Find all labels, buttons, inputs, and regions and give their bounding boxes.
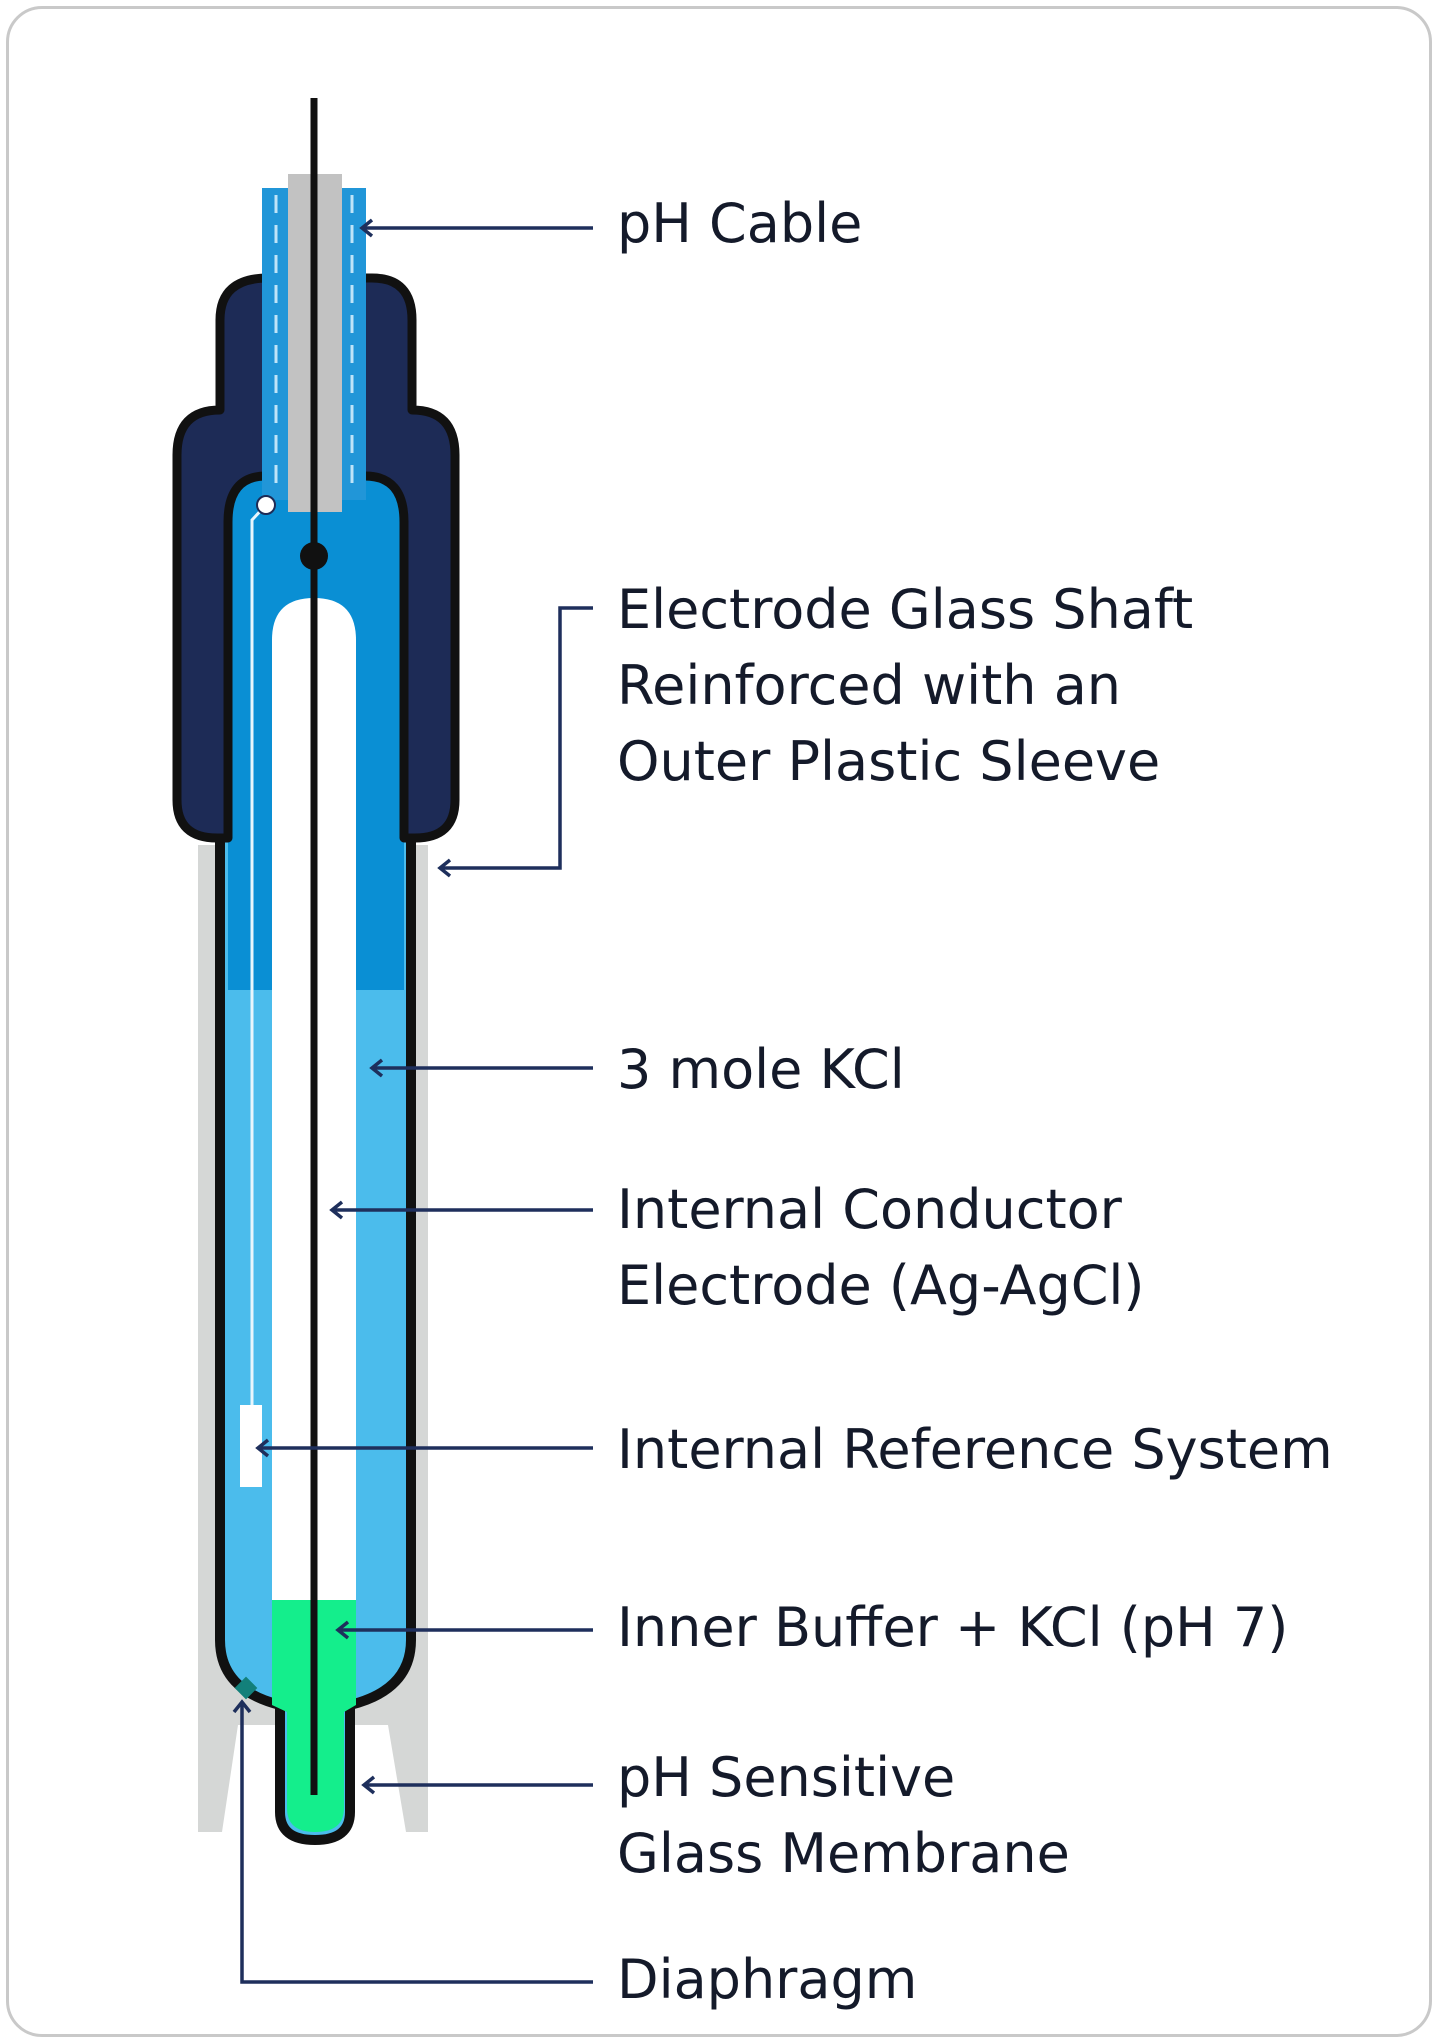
label-glass-shaft-line-1: Electrode Glass Shaft	[617, 578, 1194, 641]
label-ph-cable: pH Cable	[617, 186, 862, 262]
label-internal-conductor-line-2: Electrode (Ag-AgCl)	[617, 1254, 1145, 1317]
arrow-ph-cable	[359, 218, 374, 238]
label-glass-shaft-line-3: Outer Plastic Sleeve	[617, 730, 1161, 793]
arrow-glass-membrane	[361, 1775, 376, 1795]
arrow-kcl	[369, 1058, 384, 1078]
label-kcl-line-1: 3 mole KCl	[617, 1038, 905, 1101]
arrow-diaphragm	[232, 1699, 252, 1714]
leader-diaphragm	[240, 1702, 593, 1984]
label-inner-buffer: Inner Buffer + KCl (pH 7)	[617, 1590, 1288, 1666]
reference-lead-dot	[256, 495, 276, 515]
label-glass-shaft: Electrode Glass Shaft Reinforced with an…	[617, 572, 1193, 800]
label-glass-shaft-line-2: Reinforced with an	[617, 654, 1122, 717]
leader-lines	[232, 218, 593, 1984]
label-internal-reference: Internal Reference System	[617, 1412, 1333, 1488]
label-glass-membrane-line-2: Glass Membrane	[617, 1822, 1070, 1885]
label-internal-conductor-line-1: Internal Conductor	[617, 1178, 1122, 1241]
arrow-internal-conductor	[329, 1200, 344, 1220]
label-inner-buffer-line-1: Inner Buffer + KCl (pH 7)	[617, 1596, 1289, 1659]
label-ph-cable-line-1: pH Cable	[617, 192, 863, 255]
label-glass-membrane: pH Sensitive Glass Membrane	[617, 1740, 1070, 1892]
internal-reference-block	[240, 1405, 262, 1487]
arrow-inner-buffer	[335, 1620, 350, 1640]
label-diaphragm-line-1: Diaphragm	[617, 1948, 918, 2011]
arrow-internal-reference	[255, 1438, 270, 1458]
label-internal-conductor: Internal Conductor Electrode (Ag-AgCl)	[617, 1172, 1145, 1324]
label-kcl: 3 mole KCl	[617, 1032, 905, 1108]
label-diaphragm: Diaphragm	[617, 1942, 917, 2018]
label-internal-reference-line-1: Internal Reference System	[617, 1418, 1333, 1481]
arrow-glass-shaft	[437, 858, 452, 878]
conductor-junction-dot	[300, 542, 328, 570]
leader-glass-shaft	[440, 606, 593, 870]
label-glass-membrane-line-1: pH Sensitive	[617, 1746, 956, 1809]
